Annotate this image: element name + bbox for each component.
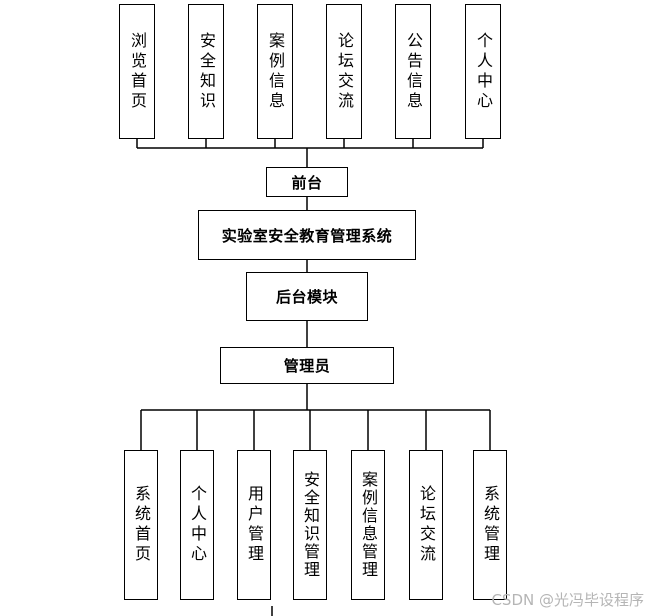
node-admin: 管理员 xyxy=(220,347,394,384)
node-frontend: 前台 xyxy=(266,167,348,197)
node-user-management: 用户管理 xyxy=(237,450,271,600)
node-admin-forum: 论坛交流 xyxy=(409,450,443,600)
node-announcement-info: 公告信息 xyxy=(395,4,431,139)
node-case-info-management: 案例信息管理 xyxy=(351,450,385,600)
node-backend: 后台模块 xyxy=(246,272,368,321)
node-system-home: 系统首页 xyxy=(124,450,158,600)
node-system-management: 系统管理 xyxy=(473,450,507,600)
node-admin-personal-center: 个人中心 xyxy=(180,450,214,600)
node-safety-knowledge: 安全知识 xyxy=(188,4,224,139)
node-system: 实验室安全教育管理系统 xyxy=(198,210,416,260)
node-case-info: 案例信息 xyxy=(257,4,293,139)
node-browse-home: 浏览首页 xyxy=(119,4,155,139)
node-personal-center: 个人中心 xyxy=(465,4,501,139)
node-safety-knowledge-management: 安全知识管理 xyxy=(293,450,327,600)
watermark-text: CSDN @光冯毕设程序 xyxy=(491,591,644,609)
node-forum: 论坛交流 xyxy=(326,4,362,139)
